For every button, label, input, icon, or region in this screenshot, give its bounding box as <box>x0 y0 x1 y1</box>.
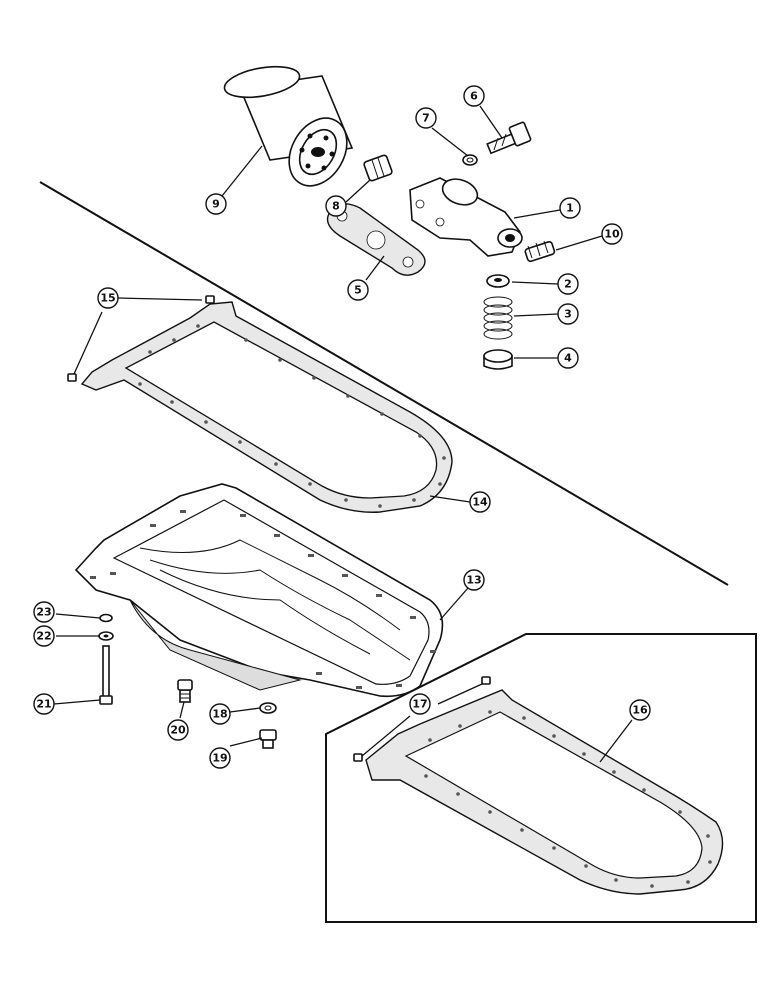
threaded-plug <box>524 240 556 263</box>
callout-label: 18 <box>212 708 227 721</box>
dowel-upper <box>205 295 215 304</box>
callout-5: 5 <box>347 279 369 301</box>
callout-6: 6 <box>463 85 485 107</box>
flat-washer <box>99 613 113 623</box>
callout-10: 10 <box>601 223 623 245</box>
callout-18: 18 <box>209 703 231 725</box>
callout-4: 4 <box>557 347 579 369</box>
callout-label: 6 <box>470 90 478 103</box>
callout-label: 3 <box>564 308 572 321</box>
callout-label: 7 <box>422 112 430 125</box>
callout-23: 23 <box>33 601 55 623</box>
inset-frame <box>325 633 757 923</box>
callout-2: 2 <box>557 273 579 295</box>
callout-label: 4 <box>564 352 572 365</box>
callout-label: 5 <box>354 284 362 297</box>
nipple-fitting <box>363 154 393 182</box>
inset-dowel-upper <box>481 676 491 685</box>
callout-19: 19 <box>209 747 231 769</box>
callout-14: 14 <box>469 491 491 513</box>
callout-9: 9 <box>205 193 227 215</box>
alternate-pan-gasket <box>365 689 724 895</box>
callout-16: 16 <box>629 699 651 721</box>
separator-line <box>39 181 729 586</box>
callout-15: 15 <box>97 287 119 309</box>
callout-17: 17 <box>409 693 431 715</box>
drain-plug <box>259 729 277 749</box>
callout-label: 16 <box>632 704 648 717</box>
callout-label: 1 <box>566 202 574 215</box>
drain-bolt <box>177 679 193 703</box>
drain-washer <box>259 702 277 714</box>
callout-label: 13 <box>466 574 481 587</box>
pan-gasket <box>80 301 453 513</box>
callout-label: 10 <box>604 228 620 241</box>
oil-filter <box>223 65 354 187</box>
callout-label: 2 <box>564 278 572 291</box>
callout-7: 7 <box>415 107 437 129</box>
callout-label: 20 <box>170 724 186 737</box>
callout-label: 8 <box>332 200 340 213</box>
lock-washer-small <box>98 631 114 641</box>
bolt <box>486 121 532 155</box>
callout-1: 1 <box>559 197 581 219</box>
callout-8: 8 <box>325 195 347 217</box>
callout-label: 14 <box>472 496 488 509</box>
relief-spring <box>483 296 513 340</box>
callout-label: 22 <box>36 630 51 643</box>
callout-22: 22 <box>33 625 55 647</box>
inset-dowel-lower <box>353 753 363 762</box>
oil-pan <box>74 483 444 698</box>
callout-21: 21 <box>33 693 55 715</box>
callout-label: 23 <box>36 606 51 619</box>
long-bolt <box>99 645 113 705</box>
callout-3: 3 <box>557 303 579 325</box>
spring-retainer <box>486 274 510 288</box>
callout-label: 21 <box>36 698 51 711</box>
dowel-lower <box>67 373 77 382</box>
relief-valve <box>483 349 513 370</box>
callout-label: 15 <box>100 292 115 305</box>
filter-adapter <box>409 177 523 257</box>
leader-lines <box>53 105 633 763</box>
callout-13: 13 <box>463 569 485 591</box>
callout-20: 20 <box>167 719 189 741</box>
callout-label: 19 <box>212 752 227 765</box>
lock-washer <box>462 154 478 166</box>
callout-label: 9 <box>212 198 220 211</box>
callout-label: 17 <box>412 698 427 711</box>
